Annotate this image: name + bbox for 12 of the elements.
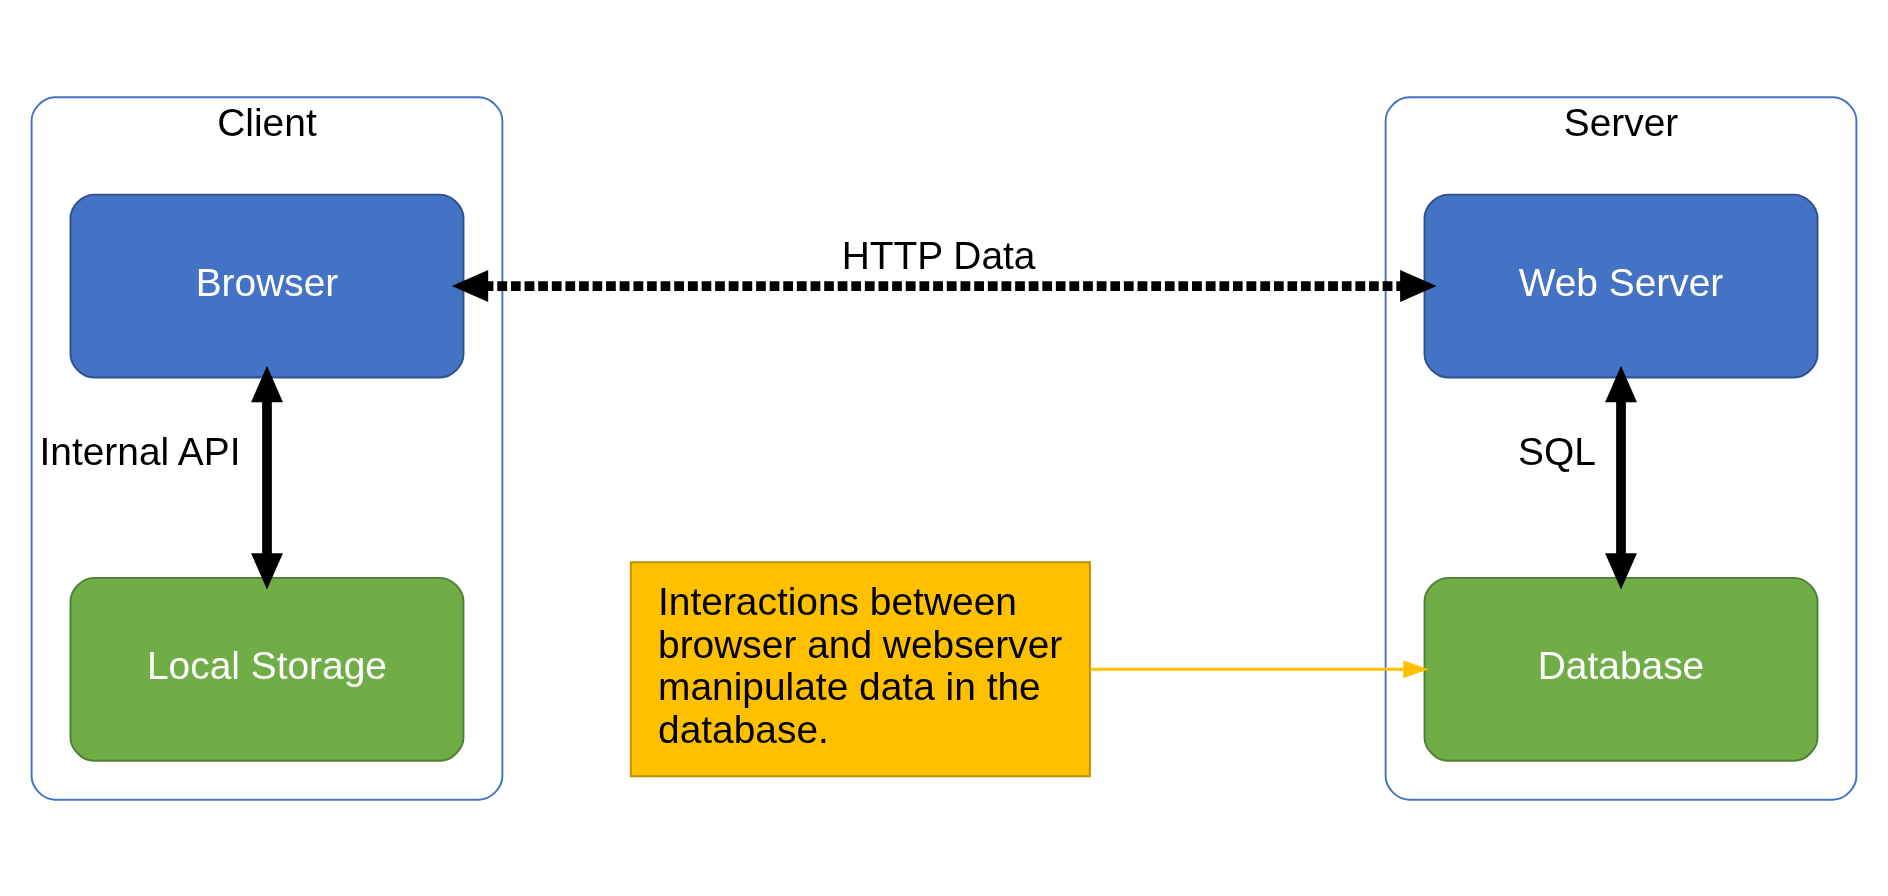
arrow (1605, 365, 1637, 590)
arrow (451, 269, 1437, 302)
edge-label: SQL (1518, 429, 1595, 473)
node-box: Database (1423, 576, 1819, 762)
node-box: Web Server (1423, 193, 1819, 378)
edge-label: Internal API (39, 429, 241, 473)
arrow (251, 365, 283, 590)
node-box: Interactions between browser and webserver manipulate data in the database. (629, 560, 1091, 777)
arrow (1090, 659, 1429, 678)
node-box: Local Storage (69, 576, 465, 762)
node-box: Browser (69, 193, 465, 378)
edge-label: HTTP Data (841, 233, 1036, 277)
